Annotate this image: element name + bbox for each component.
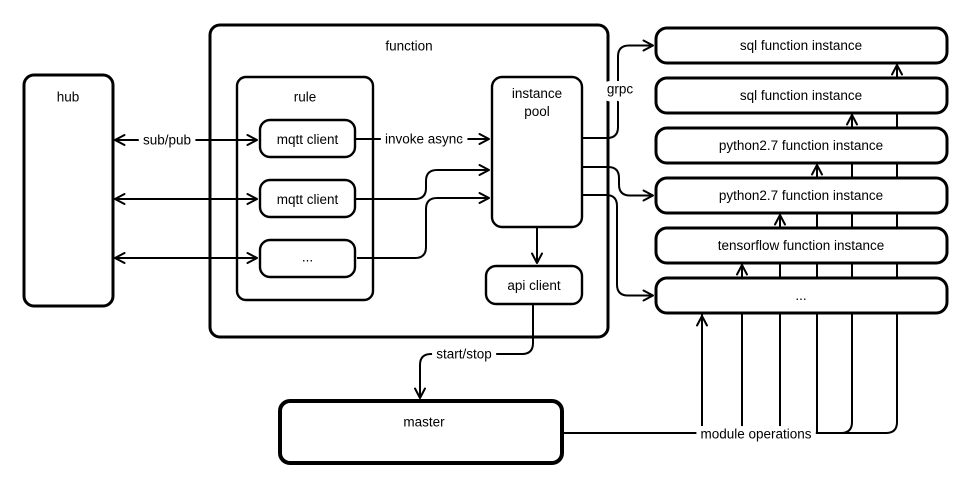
- node-hub: hub: [22, 73, 115, 308]
- ellipsis-label: ...: [302, 250, 313, 265]
- edge-mqtt2-instance-pool: [355, 164, 490, 200]
- edge-ellipsis-instance-pool: [357, 192, 490, 259]
- edge-label-grpc: grpc: [607, 82, 634, 97]
- mqtt-client-label: mqtt client: [277, 132, 339, 147]
- instance-label: ...: [795, 288, 806, 303]
- hub-box: [22, 73, 115, 308]
- instance-node: tensorflow function instance: [654, 226, 949, 265]
- instance-box: [654, 26, 949, 65]
- instance-node: python2.7 function instance: [654, 126, 949, 165]
- node-instance-pool: instance pool: [490, 75, 584, 229]
- node-rule-ellipsis: ...: [258, 238, 357, 279]
- api-client-label: api client: [507, 278, 561, 293]
- node-api-client: api client: [484, 264, 584, 306]
- edge-master-module-operations: [562, 60, 898, 434]
- edge-label-module-operations: module operations: [700, 427, 811, 442]
- edges: [114, 39, 654, 399]
- instance-box: [654, 276, 949, 315]
- instance-label: sql function instance: [740, 88, 862, 103]
- edge-label-sub-pub: sub/pub: [143, 133, 191, 148]
- edge-label-invoke-async: invoke async: [385, 132, 463, 147]
- instance-node: ...: [654, 276, 949, 315]
- instance-box: [654, 126, 949, 165]
- instance-pool-label: instance pool: [511, 86, 563, 120]
- module-operations-risers: [562, 60, 898, 434]
- instance-label: python2.7 function instance: [719, 138, 883, 153]
- instance-label: sql function instance: [740, 38, 862, 53]
- instance-box: [654, 176, 949, 215]
- master-box: [278, 399, 564, 465]
- node-mqtt-client-2: mqtt client: [258, 178, 357, 219]
- hub-label: hub: [57, 90, 80, 105]
- node-master: master: [278, 399, 564, 465]
- instance-label: python2.7 function instance: [719, 188, 883, 203]
- instance-label: tensorflow function instance: [718, 238, 885, 253]
- instance-node: sql function instance: [654, 26, 949, 65]
- rule-label: rule: [294, 90, 317, 105]
- master-label: master: [403, 415, 445, 430]
- mqtt-client-label: mqtt client: [277, 192, 339, 207]
- instance-pool-label-wrap: instance pool: [511, 86, 563, 120]
- riser-arrowheads: [696, 64, 903, 334]
- riser-to-sql-instance-2: [840, 108, 853, 434]
- node-mqtt-client-1: mqtt client: [258, 118, 357, 159]
- instance-box: [654, 76, 949, 115]
- edge-label-start-stop: start/stop: [436, 347, 492, 362]
- instance-box: [654, 226, 949, 265]
- edge-api-client-master: [414, 304, 534, 399]
- edge-pool-python-instance-2: [582, 166, 654, 202]
- instance-node: sql function instance: [654, 76, 949, 115]
- ellipsis-box: [258, 238, 357, 279]
- edge-pool-sql-instance-1: [582, 39, 654, 139]
- edge-pool-ellipsis-instance: [582, 194, 654, 302]
- instance-node: python2.7 function instance: [654, 176, 949, 215]
- function-label: function: [385, 39, 432, 54]
